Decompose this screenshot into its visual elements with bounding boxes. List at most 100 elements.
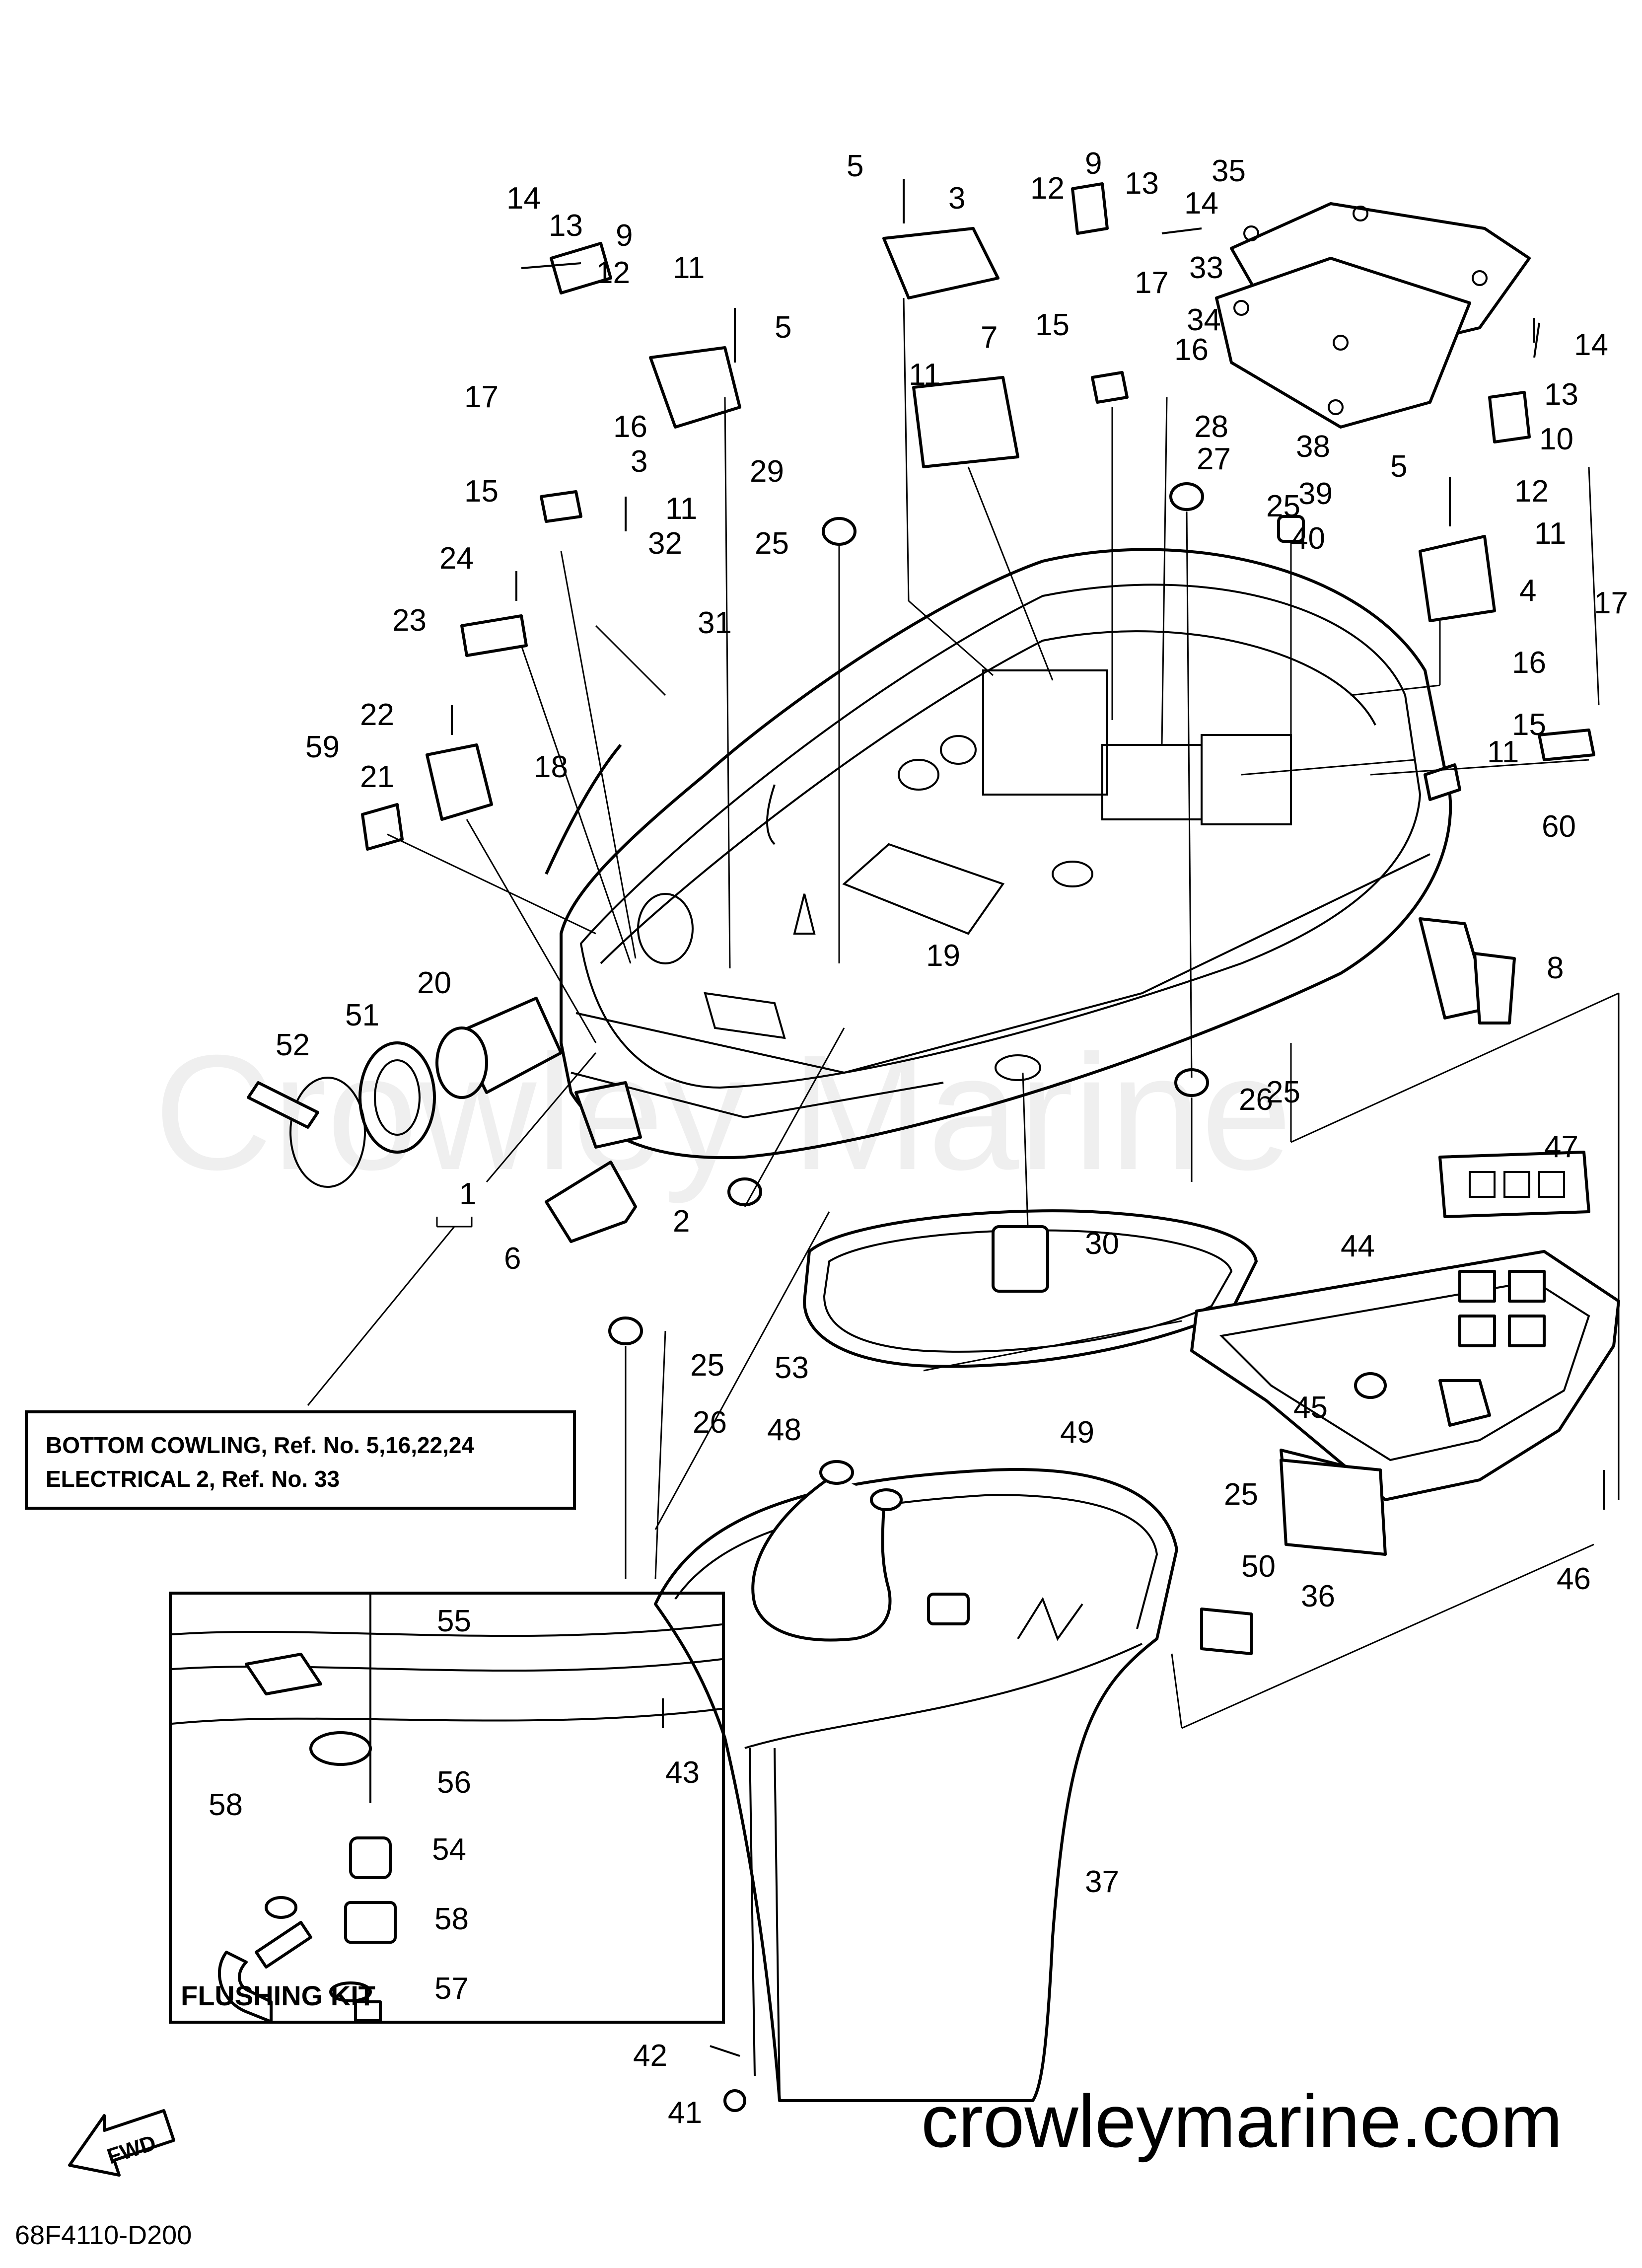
callout-label: 17	[1135, 266, 1169, 300]
callout-label: 53	[775, 1351, 809, 1385]
callout-label: 13	[1125, 166, 1159, 201]
callout-label: 3	[631, 444, 647, 479]
callout-label: 36	[1301, 1579, 1335, 1613]
callout-label: 55	[437, 1604, 471, 1638]
callout-label: 38	[1296, 430, 1330, 464]
lower-apron	[654, 1468, 1178, 2102]
callout-label: 59	[305, 730, 340, 764]
callout-label: 32	[648, 526, 682, 561]
callout-label: 25	[1224, 1477, 1258, 1512]
callout-label: 50	[1241, 1549, 1276, 1584]
callout-label: 21	[360, 760, 394, 794]
callout-label: 60	[1542, 809, 1576, 844]
callout-label: 25	[1266, 489, 1300, 523]
callout-label: 12	[1514, 474, 1549, 509]
callout-label: 6	[504, 1242, 521, 1276]
callout-label: 30	[1085, 1227, 1119, 1261]
callout-label: 15	[1035, 308, 1070, 342]
callout-label: 47	[1544, 1130, 1578, 1164]
seal-gasket	[803, 1209, 1258, 1368]
callout-label: 57	[434, 1972, 469, 2006]
callout-label: 37	[1085, 1865, 1119, 1899]
callout-label: 26	[693, 1405, 727, 1440]
flushing-kit-drawing	[171, 1591, 722, 2023]
callout-label: 4	[1519, 574, 1536, 608]
callout-label: 25	[690, 1348, 724, 1383]
callout-label: 43	[665, 1756, 700, 1790]
callout-label: 58	[209, 1788, 243, 1822]
callout-label: 39	[1298, 477, 1333, 511]
callout-label: 10	[1539, 422, 1573, 456]
callout-label: 33	[1189, 251, 1223, 285]
water-hose	[751, 1460, 1083, 1642]
callout-label: 3	[948, 181, 965, 216]
callout-label: 17	[1594, 586, 1628, 620]
callout-label: 34	[1187, 303, 1221, 337]
flushing-kit-title: FLUSHING KIT	[181, 1980, 375, 2011]
callout-label: 9	[616, 219, 633, 253]
callout-labels: 1 2 3 3 4 5 5 5 6 7 8 9 9 10 11 11 11 11…	[209, 146, 1628, 2130]
callout-label: 11	[1487, 735, 1519, 769]
callout-label: 54	[432, 1832, 466, 1867]
callout-label: 16	[1512, 646, 1546, 680]
callout-label: 14	[506, 181, 541, 216]
site-url[interactable]: crowleymarine.com	[921, 2079, 1563, 2163]
callout-label: 22	[360, 698, 394, 732]
callout-label: 29	[750, 454, 784, 489]
callout-label: 13	[549, 209, 583, 243]
callout-label: 23	[392, 603, 427, 638]
hardware-parts	[247, 179, 1605, 2112]
callout-label: 31	[698, 606, 732, 640]
diagram-code: 68F4110-D200	[15, 2220, 192, 2250]
callout-label: 44	[1341, 1229, 1375, 1263]
callout-label: 25	[1266, 1075, 1300, 1109]
callout-label: 11	[1534, 516, 1566, 551]
callout-label: 40	[1291, 521, 1325, 556]
watermark: Crowley Marine	[154, 1021, 1292, 1204]
callout-label: 58	[434, 1902, 469, 1936]
callout-label: 16	[1174, 333, 1209, 367]
leader-lines	[307, 297, 1620, 1729]
callout-label: 46	[1557, 1562, 1591, 1596]
callout-label: 9	[1085, 146, 1102, 181]
callout-label: 12	[596, 256, 630, 290]
reference-note-line: BOTTOM COWLING, Ref. No. 5,16,22,24	[46, 1432, 475, 1458]
bottom-cowling-tray	[560, 548, 1452, 1159]
callout-label: 42	[633, 2039, 667, 2073]
callout-label: 5	[1390, 449, 1407, 484]
callout-label: 14	[1184, 186, 1218, 220]
callout-label: 1	[459, 1177, 476, 1211]
callout-label: 45	[1293, 1390, 1328, 1425]
cover-plate	[1215, 202, 1531, 429]
callout-label: 17	[464, 380, 499, 414]
callout-label: 26	[1239, 1083, 1273, 1117]
callout-label: 51	[345, 998, 379, 1032]
callout-label: 15	[464, 474, 499, 509]
callout-label: 28	[1194, 410, 1228, 444]
callout-label: 14	[1574, 328, 1608, 362]
fwd-arrow-icon: FWD	[68, 2109, 175, 2177]
callout-label: 35	[1212, 154, 1246, 188]
callout-label: 12	[1030, 171, 1065, 206]
callout-label: 15	[1512, 708, 1546, 742]
callout-label: 27	[1197, 442, 1231, 476]
callout-label: 11	[673, 251, 705, 285]
callout-label: 56	[437, 1765, 471, 1800]
callout-label: 5	[775, 310, 791, 345]
callout-label: 11	[909, 358, 940, 392]
reference-note-line: ELECTRICAL 2, Ref. No. 33	[46, 1466, 340, 1492]
callout-label: 7	[981, 320, 998, 355]
callout-label: 8	[1547, 951, 1564, 985]
callout-label: 48	[767, 1413, 801, 1447]
callout-label: 2	[673, 1204, 690, 1239]
callout-label: 24	[439, 541, 474, 576]
callout-label: 19	[926, 939, 960, 973]
callout-label: 11	[665, 492, 697, 526]
reference-note-box: BOTTOM COWLING, Ref. No. 5,16,22,24 ELEC…	[25, 1410, 576, 1510]
callout-label: 41	[668, 2096, 702, 2130]
callout-label: 20	[417, 966, 451, 1000]
callout-label: 5	[847, 149, 863, 183]
callout-label: 18	[534, 750, 568, 784]
gasket-plate	[1438, 1151, 1590, 1218]
